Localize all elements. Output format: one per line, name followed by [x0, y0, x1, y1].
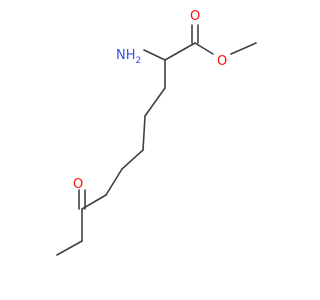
- bond-c7-c8: [81, 194, 107, 210]
- amine-label: NH2: [116, 48, 141, 66]
- bond-c3-c4: [144, 87, 166, 117]
- bond-c5-c6: [121, 149, 144, 170]
- bond-c6-c7: [105, 168, 123, 196]
- bond-c2-n: [143, 49, 166, 61]
- bond-c2-c1: [164, 42, 196, 61]
- ketone-oxygen-label: O: [73, 177, 83, 192]
- bond-c9-c10: [56, 240, 83, 256]
- bond-o-methyl: [230, 42, 257, 55]
- ester-single-oxygen-label: O: [217, 54, 227, 69]
- molecule-diagram: NH2 O O O: [56, 9, 257, 256]
- bond-c4-c5: [142, 115, 146, 151]
- bond-c1-o-single: [194, 42, 214, 55]
- structure-svg: NH2 O O O: [56, 9, 257, 256]
- ester-carbonyl-oxygen-label: O: [190, 9, 200, 24]
